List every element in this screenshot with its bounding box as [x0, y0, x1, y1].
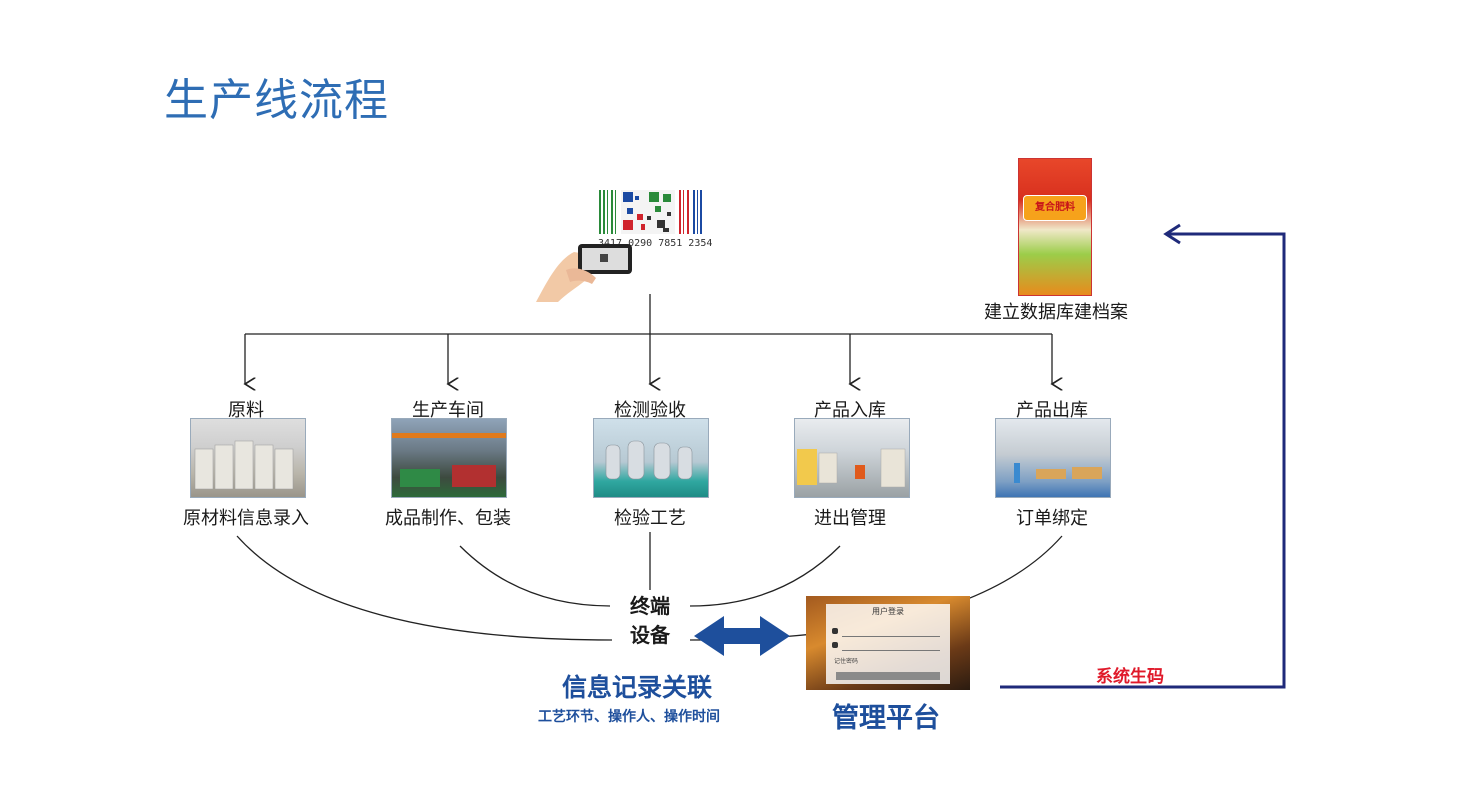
- user-icon: [832, 628, 838, 634]
- stage-caption-raw-material: 原材料信息录入: [183, 508, 309, 529]
- platform-login-screen: 用户登录 记住密码: [806, 596, 970, 690]
- terminal-device-label: 终端 设备: [620, 592, 680, 650]
- curve-stage-4: [689, 545, 841, 607]
- info-link-subtitle: 工艺环节、操作人、操作时间: [538, 709, 720, 725]
- info-link-title: 信息记录关联: [562, 673, 713, 702]
- feedback-arrowhead: [1163, 223, 1181, 245]
- terminal-line-1: 终端: [630, 594, 670, 618]
- terminal-line-2: 设备: [630, 623, 670, 647]
- stage-caption-inspection: 检验工艺: [614, 508, 686, 529]
- inspection-photo: [593, 418, 709, 498]
- phone-scanner-icon: [536, 240, 632, 302]
- username-field: [842, 636, 940, 637]
- fertilizer-product-name: 复合肥料: [1023, 195, 1087, 221]
- qr-code-icon: 3417 0290 7851 2354: [598, 190, 712, 249]
- warehouse-out-photo: [995, 418, 1111, 498]
- login-card: 用户登录 记住密码: [826, 604, 950, 684]
- stage-label-workshop: 生产车间: [412, 400, 484, 421]
- stage-label-inspection: 检测验收: [614, 400, 686, 421]
- raw-material-photo: [190, 418, 306, 498]
- login-title: 用户登录: [872, 607, 904, 616]
- platform-title: 管理平台: [832, 703, 940, 734]
- password-field: [842, 650, 940, 651]
- feedback-line: [1000, 232, 1286, 689]
- archive-caption: 建立数据库建档案: [984, 302, 1128, 323]
- warehouse-in-photo: [794, 418, 910, 498]
- login-button: [836, 672, 940, 680]
- stage-label-raw-material: 原料: [228, 400, 264, 421]
- curve-stage-2: [459, 545, 611, 607]
- stage-label-warehouse-in: 产品入库: [814, 400, 886, 421]
- double-arrow: [694, 616, 790, 656]
- fertilizer-bag-image: 复合肥料: [1018, 158, 1092, 296]
- stage-caption-warehouse-out: 订单绑定: [1016, 508, 1088, 529]
- remember-password: 记住密码: [834, 658, 859, 665]
- lock-icon: [832, 642, 838, 648]
- stage-label-warehouse-out: 产品出库: [1016, 400, 1088, 421]
- stage-caption-warehouse-in: 进出管理: [814, 508, 886, 529]
- curve-stage-1: [236, 535, 613, 641]
- qr-code-label: 3417 0290 7851 2354: [597, 188, 712, 249]
- page-title: 生产线流程: [164, 75, 389, 126]
- stage-caption-workshop: 成品制作、包装: [385, 508, 511, 529]
- generate-code-label: 系统生码: [1096, 667, 1164, 687]
- workshop-photo: [391, 418, 507, 498]
- qr-code-numbers: 3417 0290 7851 2354: [598, 238, 712, 249]
